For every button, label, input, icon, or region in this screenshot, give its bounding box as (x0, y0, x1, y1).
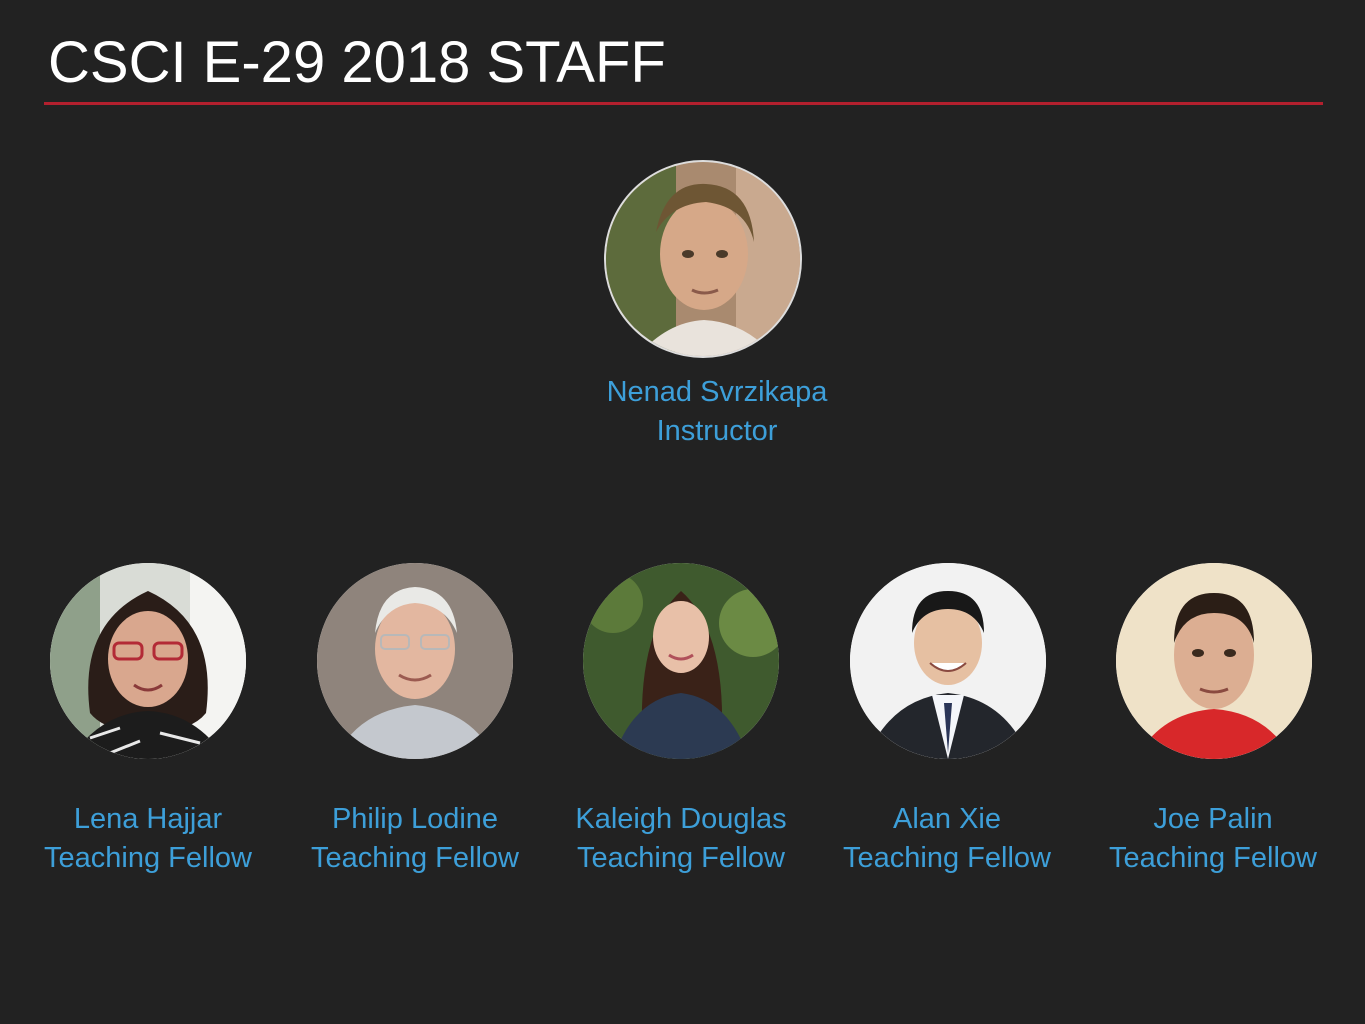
staff-name: Joe Palin (1153, 803, 1273, 835)
staff-name: Nenad Svrzikapa (606, 376, 828, 408)
alan-xie-photo (850, 563, 1046, 759)
kaleigh-douglas-photo (583, 563, 779, 759)
lena-hajjar-photo (50, 563, 246, 759)
slide-title: CSCI E-29 2018 STAFF (48, 30, 666, 95)
staff-name: Lena Hajjar (73, 803, 223, 835)
title-divider (44, 102, 1323, 105)
staff-role: Teaching Fellow (44, 842, 252, 874)
staff-name: Philip Lodine (331, 803, 499, 835)
staff-role: Teaching Fellow (843, 842, 1051, 874)
joe-palin-photo (1116, 563, 1312, 759)
staff-role: Teaching Fellow (311, 842, 519, 874)
instructor-caption: Nenad Svrzikapa Instructor (567, 373, 867, 451)
kaleigh-douglas-caption: Kaleigh Douglas Teaching Fellow (531, 800, 831, 878)
staff-role: Instructor (656, 415, 778, 447)
staff-name: Kaleigh Douglas (575, 803, 787, 835)
staff-role: Teaching Fellow (1109, 842, 1317, 874)
joe-palin-caption: Joe Palin Teaching Fellow (1063, 800, 1363, 878)
philip-lodine-photo (317, 563, 513, 759)
lena-hajjar-caption: Lena Hajjar Teaching Fellow (0, 800, 298, 878)
philip-lodine-caption: Philip Lodine Teaching Fellow (265, 800, 565, 878)
staff-role: Teaching Fellow (577, 842, 785, 874)
alan-xie-caption: Alan Xie Teaching Fellow (797, 800, 1097, 878)
instructor-photo (604, 160, 802, 358)
staff-name: Alan Xie (892, 803, 1001, 835)
